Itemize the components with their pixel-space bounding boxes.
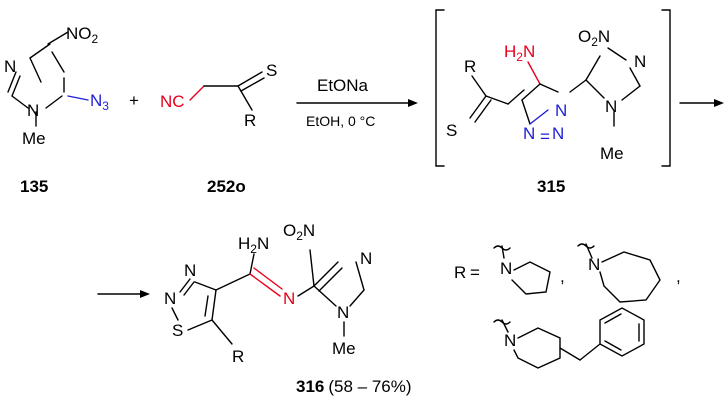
imidazole-n3-label: N xyxy=(634,52,646,71)
benzylpiperidinyl-structure: N xyxy=(493,307,645,369)
methyl-label: Me xyxy=(600,144,624,163)
comma-1: , xyxy=(560,267,565,286)
amine-label: H2N xyxy=(504,42,535,64)
triazole-n2-label: N xyxy=(552,124,564,143)
nitrile-label: NC xyxy=(160,92,185,111)
azepanyl-structure: N xyxy=(577,243,661,303)
thiadiazole-sulfur-label: S xyxy=(172,321,183,340)
r-group-label: R xyxy=(244,111,256,130)
plus-sign: + xyxy=(129,91,139,110)
methyl-label: Me xyxy=(332,339,356,358)
compound-number-252o: 252o xyxy=(207,177,246,196)
compound-316-caption: 316(58 – 76%) xyxy=(296,377,412,396)
r-group-label: R xyxy=(232,347,244,366)
reagent-label: EtONa xyxy=(317,76,369,95)
piperidine-nitrogen-label: N xyxy=(504,331,516,350)
nitro-label: O2N xyxy=(283,221,315,243)
pyrrolidine-nitrogen-label: N xyxy=(500,259,512,278)
compound-number-315: 315 xyxy=(537,177,565,196)
imine-nitrogen-label: N xyxy=(283,289,295,308)
azide-label: N3 xyxy=(90,91,109,113)
reaction-arrow-2 xyxy=(679,99,724,107)
methyl-label: Me xyxy=(22,129,46,148)
reaction-arrow-1: EtONa EtOH, 0 °C xyxy=(296,76,418,129)
imidazole-n3-label: N xyxy=(360,249,372,268)
ring-nitrogen-label: N xyxy=(4,57,16,76)
solvent-label: EtOH, 0 °C xyxy=(306,113,375,129)
thiadiazole-n2-label: N xyxy=(184,261,196,280)
thiadiazole-n3-label: N xyxy=(164,289,176,308)
imidazole-n1-label: N xyxy=(605,97,617,116)
compound-316: H2N O2N N N S R N N N Me 316(58 – 76%) xyxy=(164,221,412,396)
amidine-amine-label: H2N xyxy=(238,234,269,256)
nitro-label: O2N xyxy=(578,27,610,49)
azepane-nitrogen-label: N xyxy=(588,255,600,274)
compound-number-135: 135 xyxy=(20,177,48,196)
thione-sulfur-label: S xyxy=(266,61,277,80)
compound-252o: NC S R 252o xyxy=(160,61,277,196)
equals-sign: = xyxy=(470,263,480,282)
pyrrolidinyl-structure: N xyxy=(493,245,551,295)
n-methyl-nitrogen-label: N xyxy=(27,101,39,120)
triazole-n1-label: N xyxy=(555,101,567,120)
r-group-definitions: R = N , N , N xyxy=(454,243,681,369)
r-group-label: R xyxy=(464,57,476,76)
thione-sulfur-label: S xyxy=(446,121,457,140)
comma-2: , xyxy=(676,267,681,286)
triazole-eq-label: = xyxy=(540,127,550,146)
triazole-n3-label: N xyxy=(523,124,535,143)
imidazole-n1-label: N xyxy=(337,303,349,322)
r-label: R xyxy=(454,263,466,282)
compound-315: H2N O2N R S N = N N N N Me 315 xyxy=(435,9,671,196)
compound-135: NO2 N N Me N3 135 xyxy=(4,24,109,196)
nitro-label: NO2 xyxy=(66,24,99,46)
reaction-arrow-3 xyxy=(97,290,150,298)
